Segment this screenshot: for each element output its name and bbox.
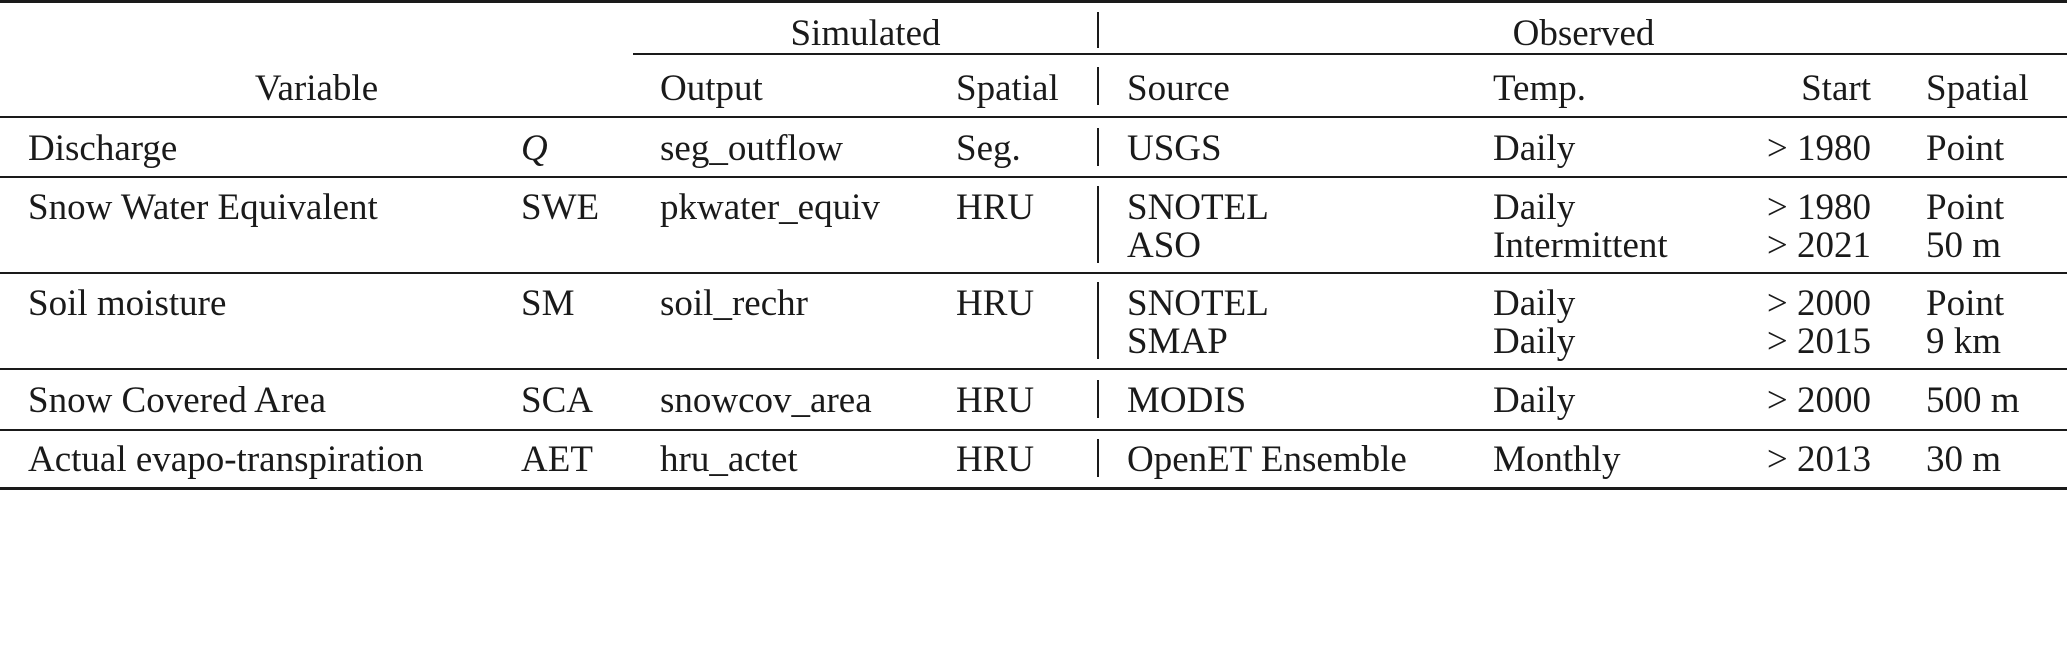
row-rule-3 bbox=[0, 368, 2067, 370]
row-2-obs-2-spatial: 50 m bbox=[1926, 225, 2002, 266]
row-5-variable: Actual evapo-transpiration bbox=[28, 439, 424, 480]
row-3-obs-2-spatial: 9 km bbox=[1926, 321, 2002, 362]
row-4-obs-1-source: MODIS bbox=[1127, 380, 1247, 421]
separator-row-1 bbox=[1097, 128, 1099, 166]
separator-row-4 bbox=[1097, 380, 1099, 418]
row-1-obs-1-spatial: Point bbox=[1926, 128, 2005, 169]
row-2-obs-2-start: > 2021 bbox=[1766, 225, 1871, 266]
row-4-variable: Snow Covered Area bbox=[28, 380, 326, 421]
row-4-obs-1-spatial: 500 m bbox=[1926, 380, 2020, 421]
row-2-output: pkwater_equiv bbox=[660, 187, 880, 228]
separator-row-3 bbox=[1097, 282, 1099, 359]
header-source: Source bbox=[1127, 68, 1230, 109]
row-2-spatial: HRU bbox=[956, 187, 1035, 228]
row-3-obs-1-temp: Daily bbox=[1493, 283, 1576, 324]
row-1-variable: Discharge bbox=[28, 128, 178, 169]
row-5-obs-1-start: > 2013 bbox=[1766, 439, 1871, 480]
row-3-obs-1-source: SNOTEL bbox=[1127, 283, 1269, 324]
row-1-symbol: Q bbox=[521, 128, 548, 169]
header-observed: Observed bbox=[1512, 13, 1655, 54]
row-1-spatial: Seg. bbox=[956, 128, 1021, 169]
simulated-cmidrule bbox=[633, 53, 1098, 55]
row-rule-2 bbox=[0, 272, 2067, 274]
row-3-obs-1-spatial: Point bbox=[1926, 283, 2005, 324]
row-3-spatial: HRU bbox=[956, 283, 1035, 324]
row-rule-1 bbox=[0, 176, 2067, 178]
row-4-symbol: SCA bbox=[521, 380, 593, 421]
header-rule bbox=[0, 116, 2067, 118]
observed-cmidrule bbox=[1098, 53, 2067, 55]
row-rule-4 bbox=[0, 429, 2067, 431]
header-sim-spatial: Spatial bbox=[956, 68, 1059, 109]
row-2-symbol: SWE bbox=[521, 187, 600, 228]
row-3-variable: Soil moisture bbox=[28, 283, 227, 324]
row-3-obs-2-start: > 2015 bbox=[1766, 321, 1871, 362]
row-2-obs-1-start: > 1980 bbox=[1766, 187, 1871, 228]
row-3-obs-2-temp: Daily bbox=[1493, 321, 1576, 362]
row-2-obs-2-source: ASO bbox=[1127, 225, 1202, 266]
separator-row-5 bbox=[1097, 439, 1099, 477]
row-1-obs-1-temp: Daily bbox=[1493, 128, 1576, 169]
row-4-output: snowcov_area bbox=[660, 380, 872, 421]
row-1-output: seg_outflow bbox=[660, 128, 843, 169]
row-1-obs-1-start: > 1980 bbox=[1766, 128, 1871, 169]
header-start: Start bbox=[1801, 68, 1871, 109]
separator-header-1 bbox=[1097, 12, 1099, 48]
header-obs-spatial: Spatial bbox=[1926, 68, 2029, 109]
header-variable: Variable bbox=[254, 68, 379, 109]
separator-header-2 bbox=[1097, 67, 1099, 105]
row-2-variable: Snow Water Equivalent bbox=[28, 187, 378, 228]
row-5-spatial: HRU bbox=[956, 439, 1035, 480]
row-3-obs-1-start: > 2000 bbox=[1766, 283, 1871, 324]
bottom-rule bbox=[0, 487, 2067, 490]
row-3-obs-2-source: SMAP bbox=[1127, 321, 1228, 362]
row-2-obs-1-spatial: Point bbox=[1926, 187, 2005, 228]
separator-row-2 bbox=[1097, 186, 1099, 263]
row-3-output: soil_rechr bbox=[660, 283, 808, 324]
header-output: Output bbox=[660, 68, 763, 109]
header-temp: Temp. bbox=[1493, 68, 1586, 109]
row-2-obs-1-temp: Daily bbox=[1493, 187, 1576, 228]
row-2-obs-1-source: SNOTEL bbox=[1127, 187, 1269, 228]
header-simulated: Simulated bbox=[790, 13, 941, 54]
row-4-obs-1-temp: Daily bbox=[1493, 380, 1576, 421]
row-5-obs-1-temp: Monthly bbox=[1493, 439, 1621, 480]
row-4-obs-1-start: > 2000 bbox=[1766, 380, 1871, 421]
row-3-symbol: SM bbox=[521, 283, 575, 324]
row-2-obs-2-temp: Intermittent bbox=[1493, 225, 1668, 266]
row-5-obs-1-source: OpenET Ensemble bbox=[1127, 439, 1407, 480]
row-4-spatial: HRU bbox=[956, 380, 1035, 421]
top-rule bbox=[0, 0, 2067, 3]
row-5-output: hru_actet bbox=[660, 439, 798, 480]
row-5-symbol: AET bbox=[521, 439, 593, 480]
row-1-obs-1-source: USGS bbox=[1127, 128, 1222, 169]
row-5-obs-1-spatial: 30 m bbox=[1926, 439, 2002, 480]
